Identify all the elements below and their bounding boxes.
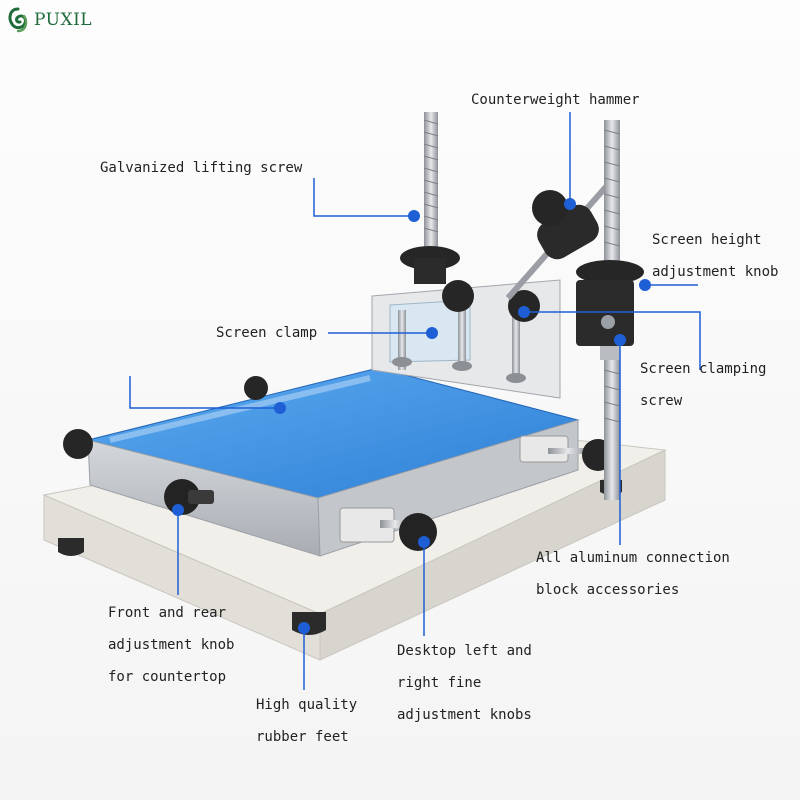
label-desktop-knobs-line1: Desktop left and [397,643,532,659]
label-galvanized-lifting-screw: Galvanized lifting screw [100,160,303,176]
label-screen-height-line1: Screen height [652,232,762,248]
label-rubber-feet-line2: rubber feet [256,729,349,745]
label-screen-clamping-line2: screw [640,393,683,409]
label-screen-clamp: Screen clamp [216,325,318,341]
galvanized-lifting-screw [400,112,460,284]
label-desktop-knobs-line3: adjustment knobs [397,707,532,723]
label-front-rear-line1: Front and rear [108,605,227,621]
label-screen-clamping-line1: Screen clamping [640,361,767,377]
platen-knobs [63,376,268,515]
label-screen-height-line2: adjustment knob [652,264,779,280]
label-counterweight-hammer: Counterweight hammer [471,92,640,108]
label-aluminum-line1: All aluminum connection [536,550,730,566]
callout-lines [129,112,701,690]
label-rubber-feet-line1: High quality [256,697,358,713]
brand-logo: PUXIL [6,6,92,34]
label-front-rear-line2: adjustment knob [108,637,235,653]
label-front-rear-line3: for countertop [108,669,227,685]
callout-dots [172,198,651,634]
right-post [576,120,644,500]
counterweight-hammer [505,178,615,300]
brand-name: PUXIL [34,10,93,30]
swirl-logo-icon [8,7,28,33]
label-desktop-knobs-line2: right fine [397,675,482,691]
label-aluminum-line2: block accessories [536,582,680,598]
